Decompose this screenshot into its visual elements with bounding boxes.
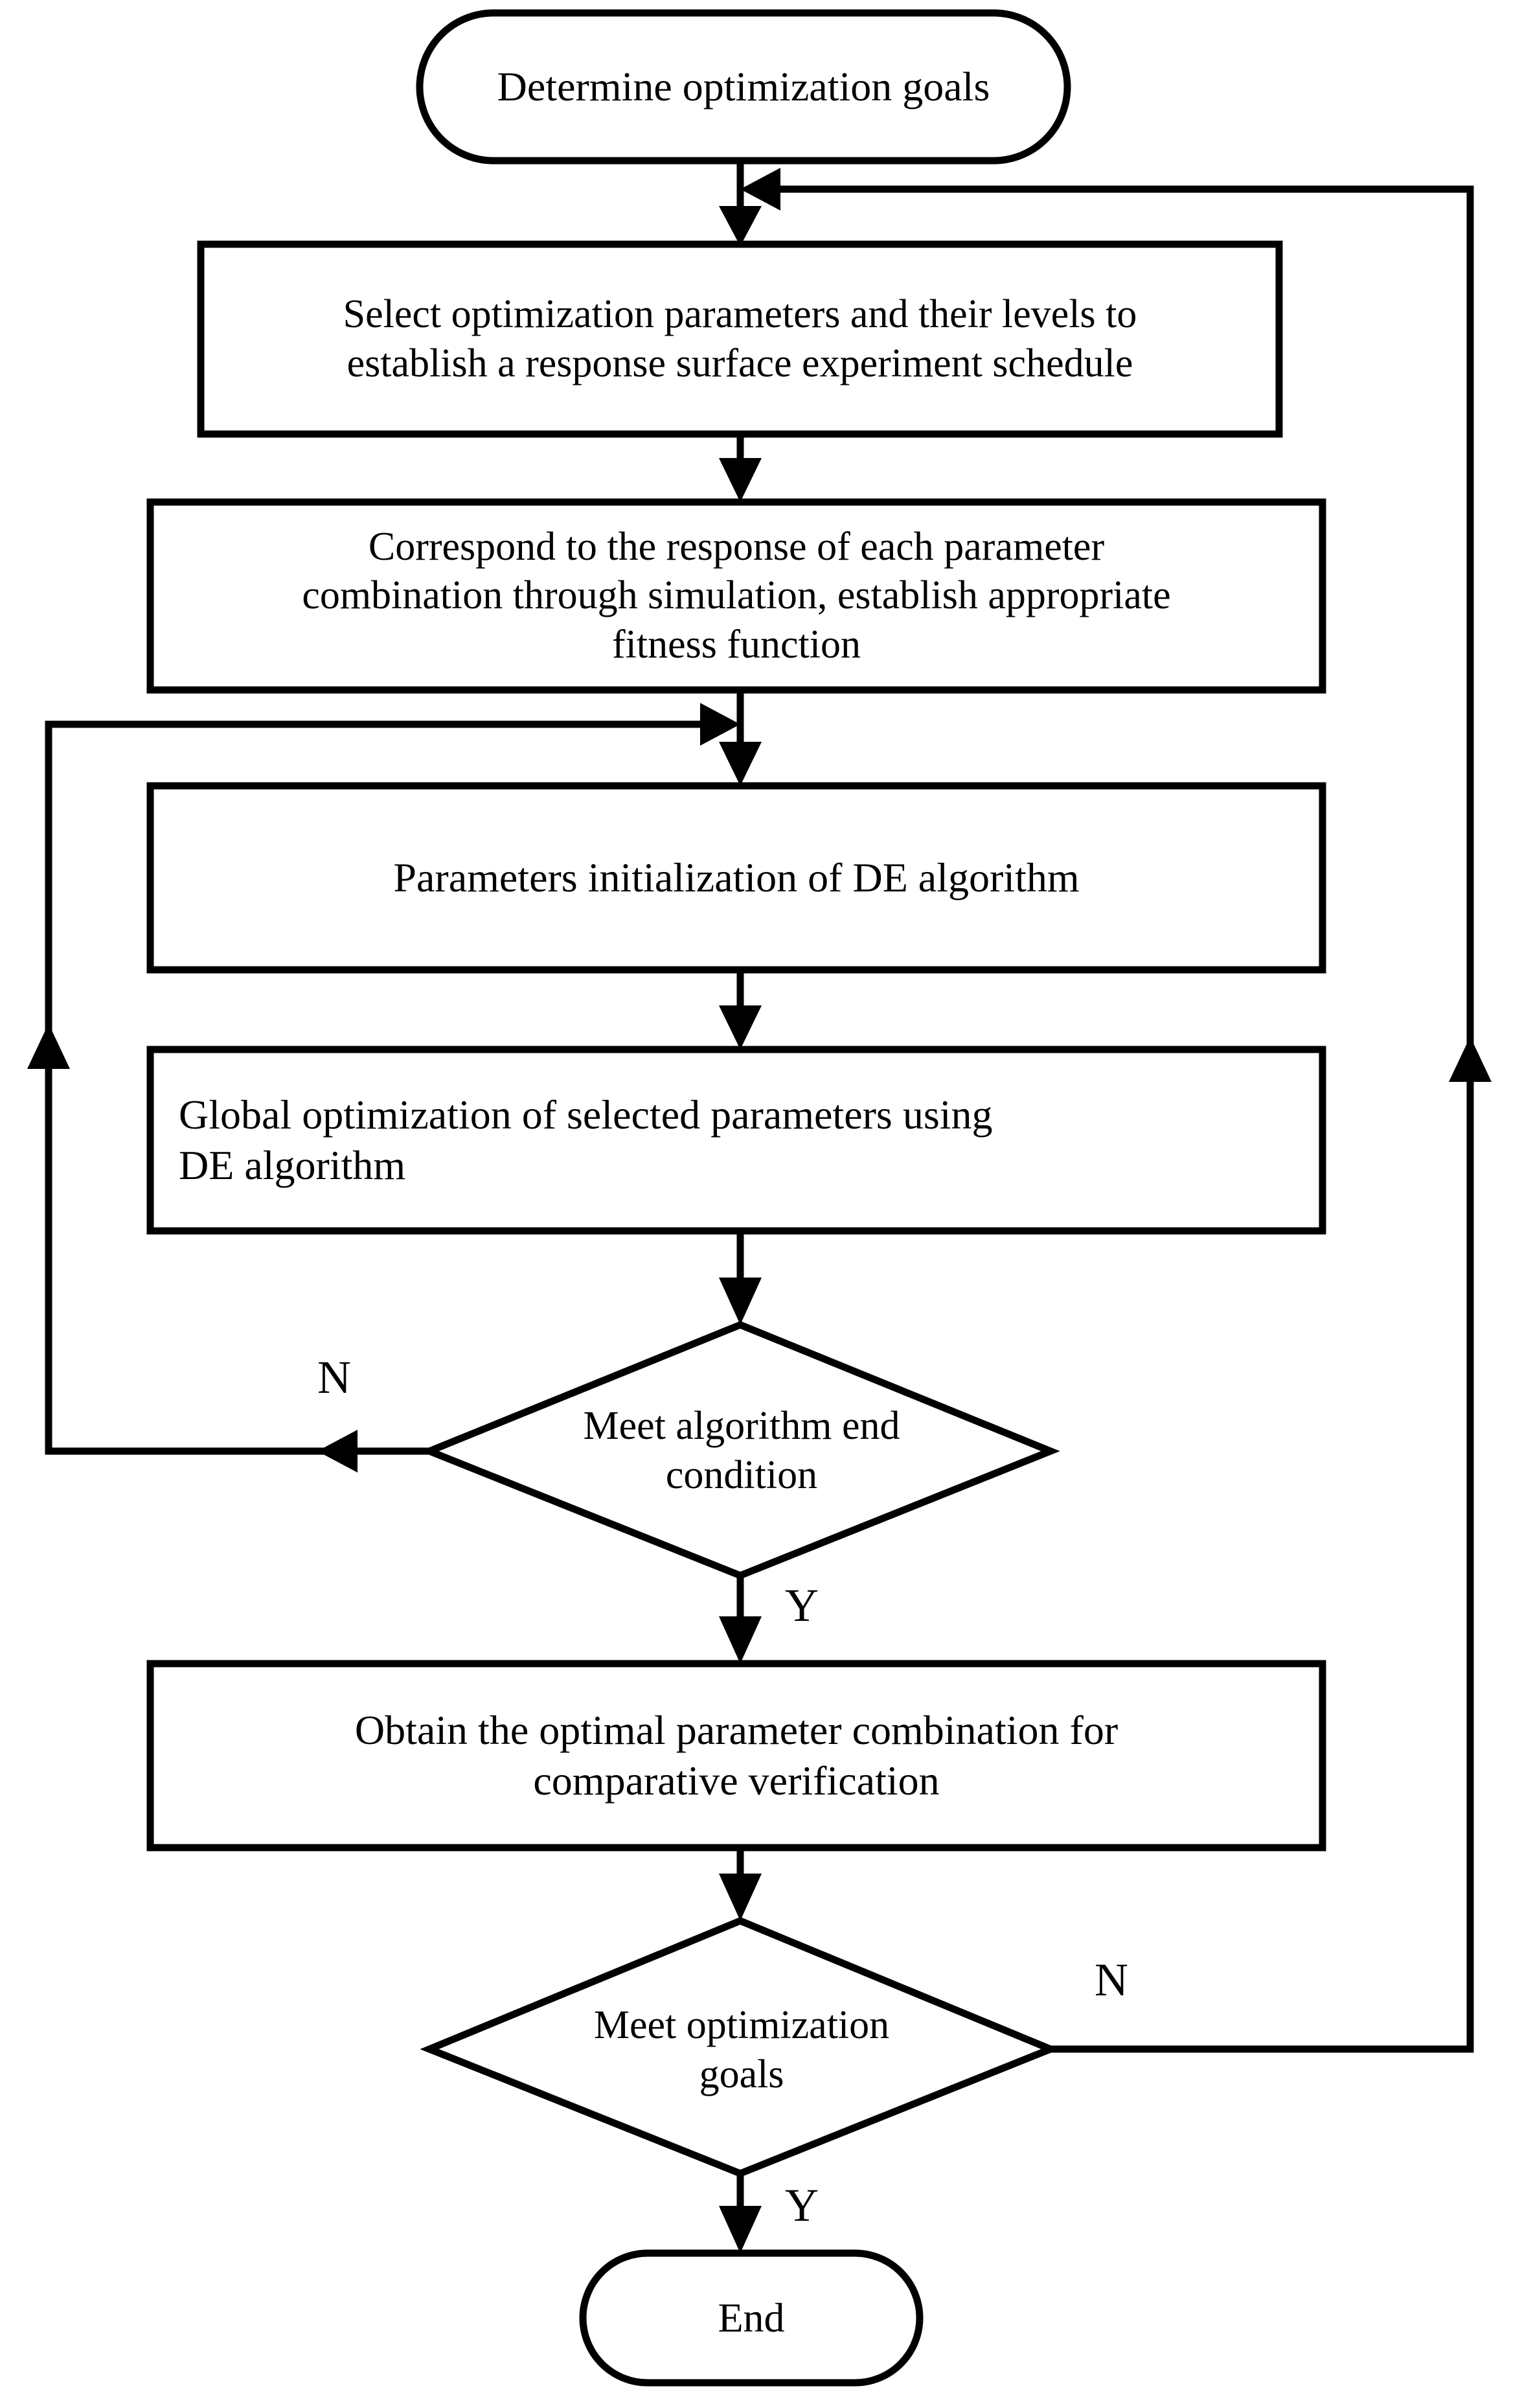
edge-label-goals-yes: Y bbox=[785, 2179, 819, 2231]
edge-select-to-correspond bbox=[719, 434, 762, 502]
edge-endcondition-yes bbox=[719, 1576, 762, 1664]
edge-correspond-to-init bbox=[719, 690, 762, 786]
node-end-shape[interactable] bbox=[579, 2249, 924, 2387]
edge-label-end-condition-no: N bbox=[317, 1351, 351, 1403]
node-obtain-optimal-shape[interactable] bbox=[146, 1660, 1326, 1852]
node-select-params-shape[interactable] bbox=[197, 240, 1283, 438]
edge-global-to-endcondition bbox=[719, 1231, 762, 1325]
node-meet-end-condition-shape[interactable] bbox=[420, 1321, 1060, 1579]
edge-obtain-to-goals bbox=[719, 1848, 762, 1921]
edge-start-to-select bbox=[719, 161, 762, 246]
node-start-shape[interactable] bbox=[416, 9, 1071, 165]
node-correspond-response-shape[interactable] bbox=[146, 498, 1326, 694]
edge-endcondition-no-feedback bbox=[27, 703, 740, 1473]
node-meet-goals-shape[interactable] bbox=[420, 1917, 1060, 2177]
edge-init-to-global bbox=[719, 970, 762, 1049]
edge-label-goals-no: N bbox=[1095, 1954, 1128, 2006]
node-init-de-shape[interactable] bbox=[146, 782, 1326, 974]
edge-goals-yes bbox=[719, 2173, 762, 2253]
node-global-opt-shape[interactable] bbox=[146, 1046, 1326, 1235]
edge-label-end-condition-yes: Y bbox=[785, 1579, 819, 1631]
